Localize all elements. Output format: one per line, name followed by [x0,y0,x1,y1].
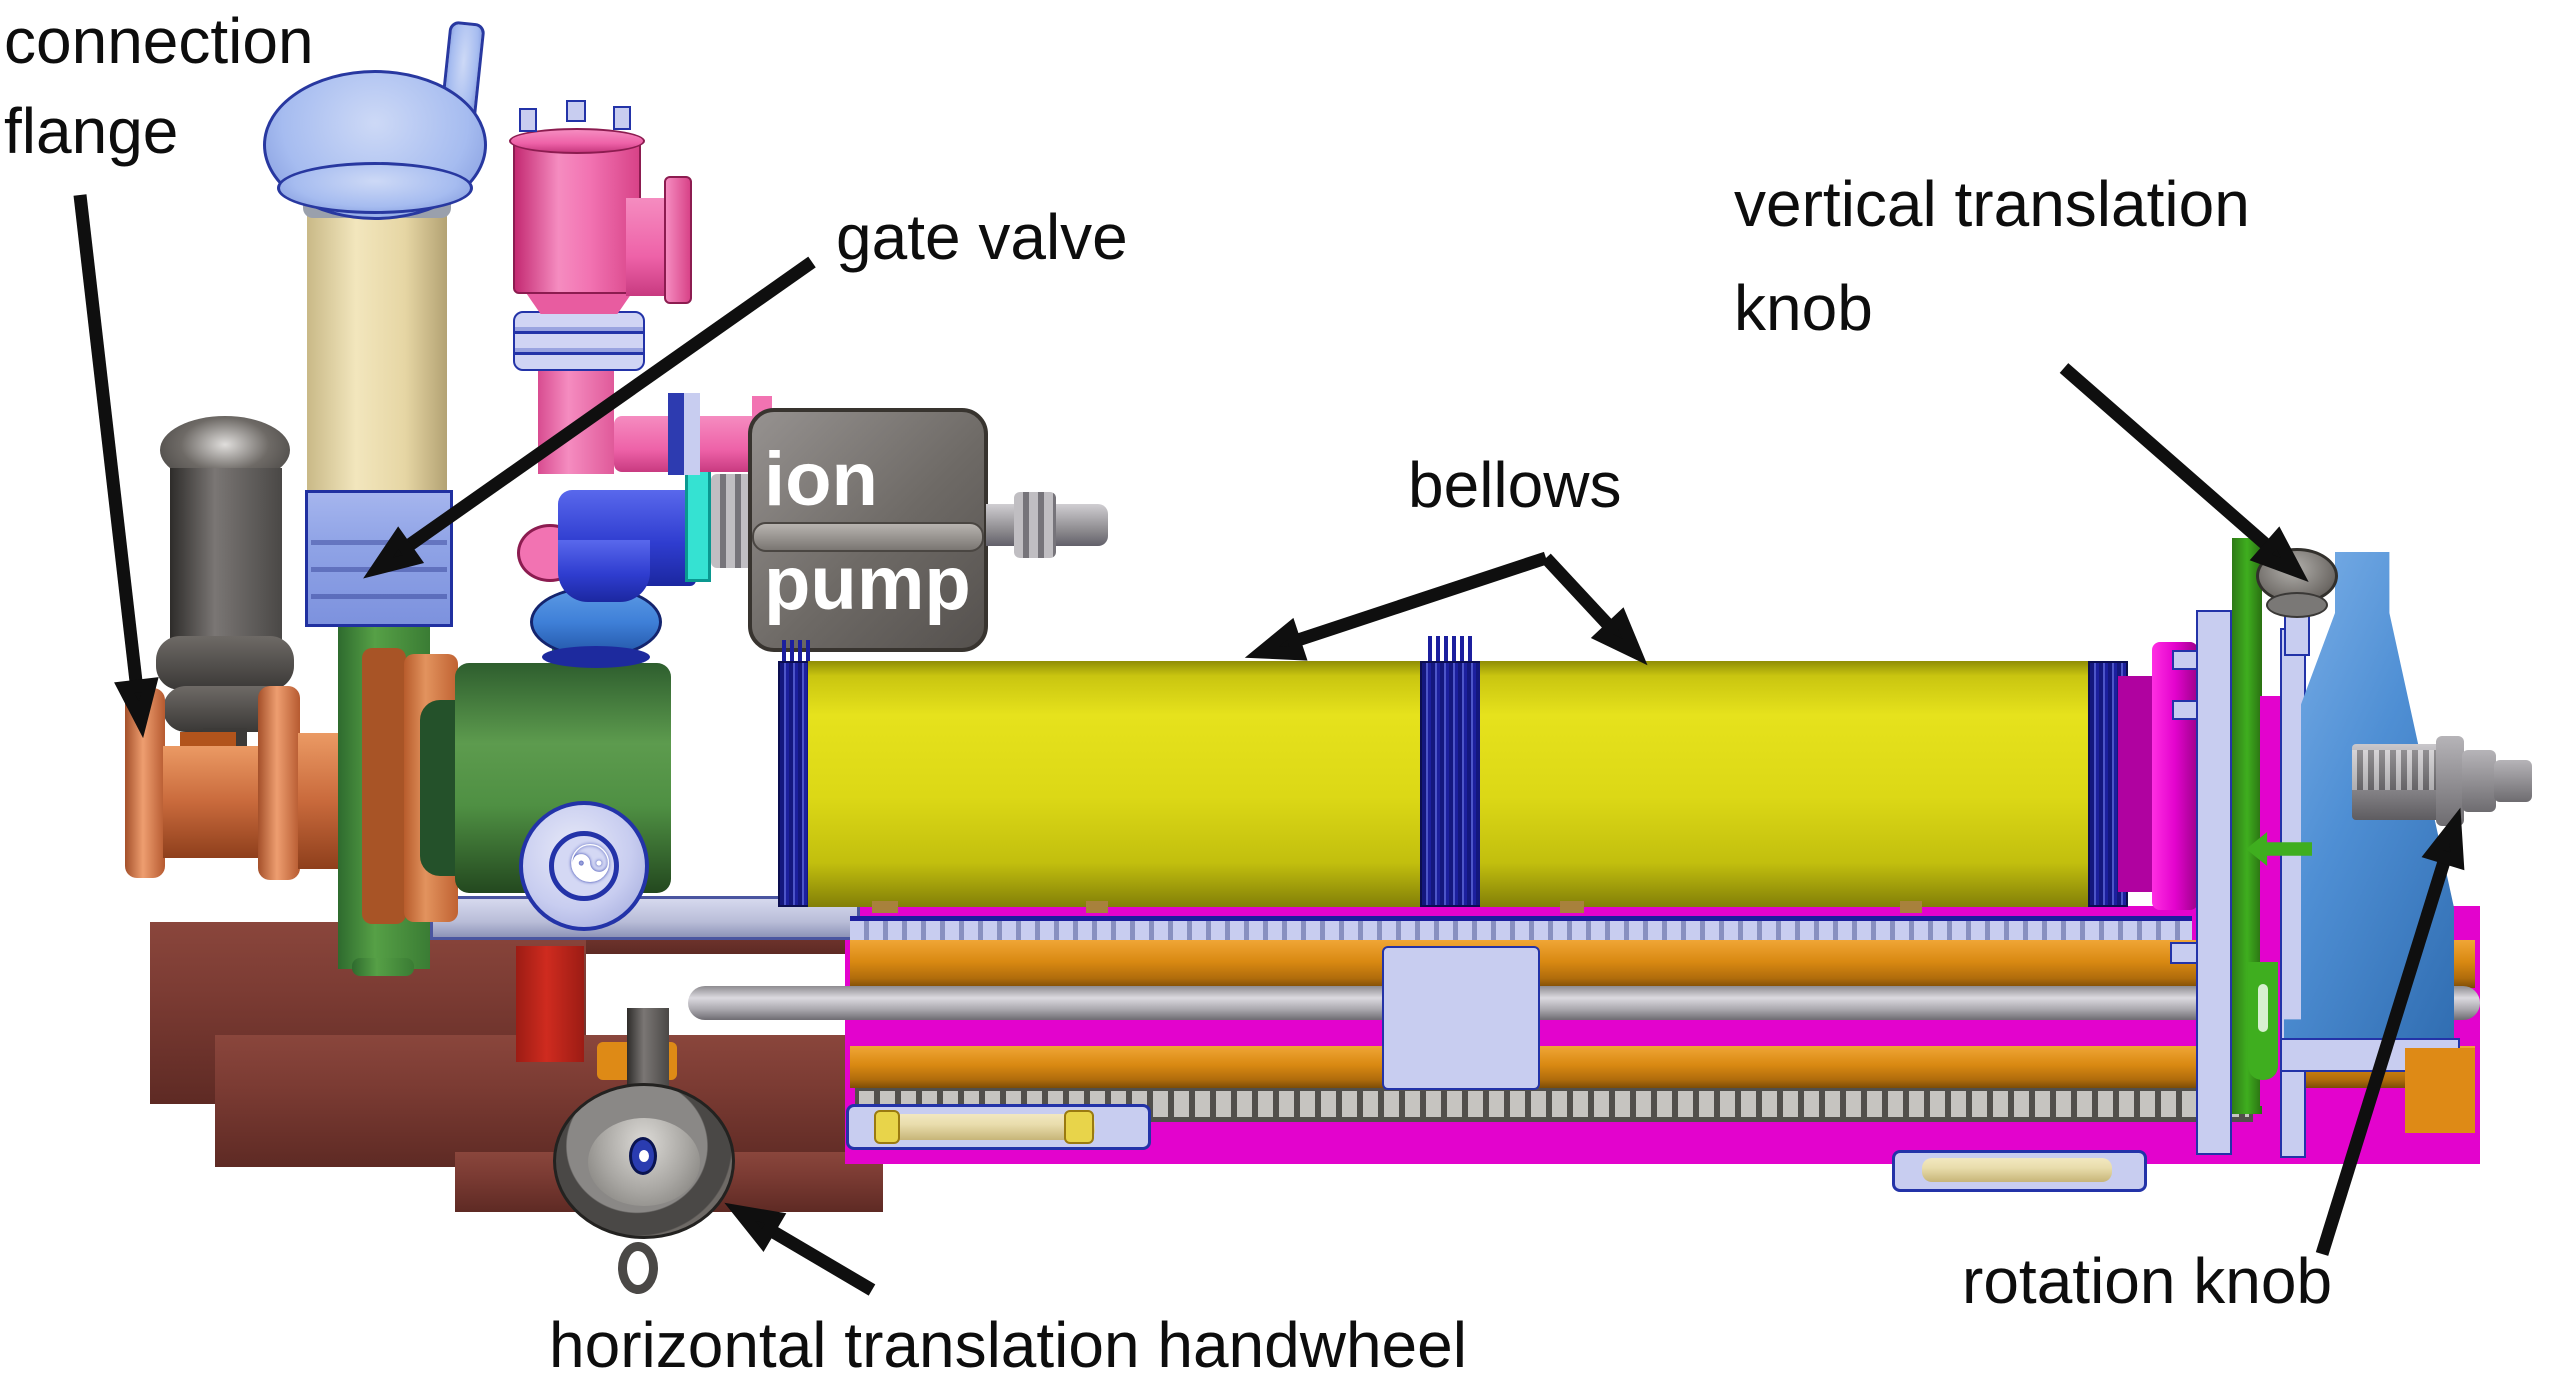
end-plate-bolt-2 [2172,700,2198,720]
label-vertical-translation-line2: knob [1734,272,1873,344]
label-vertical-translation-line1: vertical translation [1734,168,2250,240]
valve-side-tube [626,198,668,296]
bellows-spikes-left [782,640,810,664]
rotation-knob-ridges [2352,750,2440,790]
valve-flange-stack [513,311,645,371]
end-post-orange [2405,1048,2475,1133]
label-gate-valve: gate valve [836,192,1128,282]
ion-pump-band [752,522,984,552]
bellows-spikes-mid [1428,636,1472,664]
rotation-knob-tip [2494,760,2532,802]
end-flange-front [2152,642,2198,910]
gate-valve-body [305,490,453,627]
label-bellows: bellows [1408,440,1621,530]
label-ion-pump: ion pump [764,428,971,636]
label-horizontal-translation-handwheel: horizontal translation handwheel [549,1300,1467,1390]
end-plate-bolt-3 [2170,942,2198,964]
label-rotation-knob-text: rotation knob [1962,1245,2333,1317]
pink-flange-strip-lavender [684,393,700,475]
tube-foot-1 [872,901,898,913]
roller-ring-left [874,1110,900,1144]
vertical-knob-rim [2266,592,2328,618]
arrow-vertical-knob [2059,363,2276,554]
angle-valve-rim [509,128,645,154]
lead-screw-roller-right [1922,1158,2112,1182]
arrow-bellows-left [1289,551,1549,649]
flange-bolt-pattern-icon: ☯ [566,836,614,894]
arrowhead-vertical-knob [2249,526,2309,582]
label-connection-flange-line1: connection [4,5,314,77]
roller-ring-right [1064,1110,1094,1144]
label-bellows-text: bellows [1408,449,1622,521]
connection-flange-tube [163,746,261,858]
bellows-section-left [778,661,810,907]
label-vertical-translation-knob: vertical translation knob [1734,152,2250,360]
elbow-base-ring [542,646,650,668]
arrow-bellows-right [1541,553,1618,635]
handwheel-crank-hook [618,1242,658,1294]
arrow-handwheel [761,1221,876,1296]
label-connection-flange-line2: flange [4,95,179,167]
support-shelf [430,896,860,940]
ion-pump-rod-collar [1014,492,1056,558]
end-plate-lavender-1 [2196,610,2232,1155]
arrow-rotation-knob [2315,850,2454,1256]
label-handwheel-text: horizontal translation handwheel [549,1309,1467,1381]
arrowhead-handwheel [724,1202,787,1252]
lead-screw-roller [880,1114,1095,1140]
bellows-carriage [1382,946,1540,1090]
bellows-section-mid [1420,661,1482,907]
handwheel-hub-dot [639,1150,649,1162]
drive-housing-red [516,946,584,1062]
valve-bolt-3 [613,106,631,130]
tube-foot-2 [1086,901,1108,913]
linear-rail-upper [850,916,2192,940]
label-ion-pump-line1: ion [764,437,878,522]
handwheel-shaft [627,1008,669,1086]
label-ion-pump-line2: pump [764,541,971,626]
label-rotation-knob: rotation knob [1962,1236,2332,1326]
rotation-knob-step [2462,750,2496,812]
arrow-connection-flange [73,194,144,691]
green-support-plate-tip [352,958,414,976]
chamber-front-flange-ring [549,831,619,901]
arrowhead-bellows-left [1244,617,1308,661]
end-flange-back [2118,676,2156,892]
bellows-shield-tube-1 [808,661,1422,907]
arrowhead-connection-flange [114,677,159,739]
tube-foot-3 [1560,901,1584,913]
valve-bolt-1 [519,108,537,132]
label-gate-valve-text: gate valve [836,201,1128,273]
arrowhead-gate-valve [363,526,425,579]
arrowhead-rotation-knob [2421,807,2465,871]
motor-flange-upper [156,636,294,690]
connection-flange-ring-2 [258,686,300,880]
copper-disc-back [362,648,406,924]
angle-valve-body [513,136,641,294]
support-column [307,196,447,502]
valve-side-flange [664,176,692,304]
blue-elbow-pipe-lower [558,540,650,602]
label-connection-flange: connection flange [4,0,314,176]
end-plate-bolt-1 [2172,650,2198,670]
rotation-knob-shaft [2352,744,2440,820]
horizontal-translation-handwheel [553,1083,735,1239]
arrowhead-bellows-right [1590,607,1648,666]
tube-foot-4 [1900,901,1922,913]
valve-bolt-2 [566,100,586,122]
index-key-slot [2258,984,2268,1032]
arrow-gate-valve [397,256,816,557]
top-flange-cap-rim [277,162,473,214]
translation-drive-rod [688,986,2480,1020]
motor-body [170,468,282,648]
pink-flange-strip-dark [668,393,684,475]
bellows-shield-tube-2 [1480,661,2090,907]
